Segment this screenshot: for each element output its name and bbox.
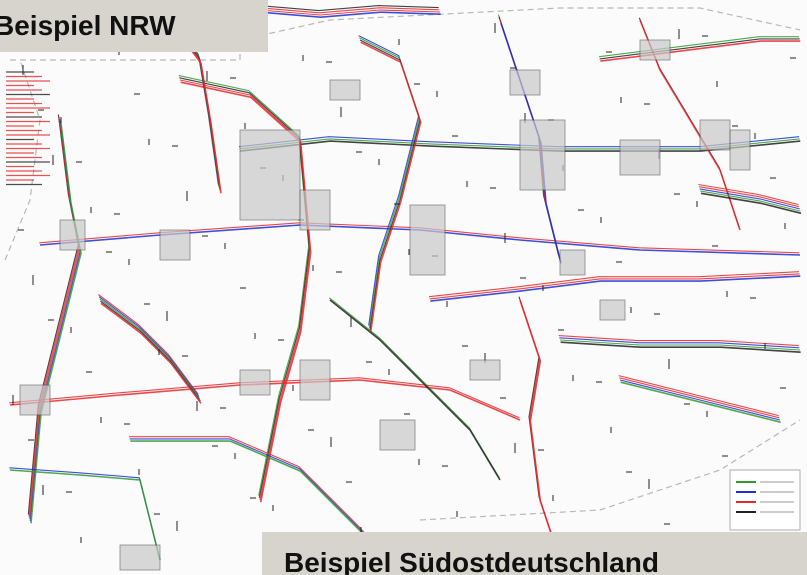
rail-lines xyxy=(5,6,801,575)
junction-block xyxy=(410,205,445,275)
rail-line xyxy=(329,298,499,478)
rail-line xyxy=(100,301,200,401)
junction-block xyxy=(730,130,750,170)
junction-block xyxy=(380,420,415,450)
caption-suedostdeutschland: Beispiel Südostdeutschland xyxy=(262,532,807,575)
rail-line xyxy=(621,382,781,422)
rail-line xyxy=(520,301,560,561)
junction-block xyxy=(120,545,160,570)
rail-line xyxy=(519,297,559,557)
rail-line xyxy=(359,38,419,328)
junction-block xyxy=(520,120,565,190)
junction-block xyxy=(330,80,360,100)
junction-block xyxy=(510,70,540,95)
rail-line xyxy=(619,376,779,416)
rail-line xyxy=(360,40,420,330)
junction-block xyxy=(560,250,585,275)
junction-block xyxy=(240,130,300,220)
junction-block xyxy=(60,220,85,250)
junction-block xyxy=(300,360,330,400)
rail-line xyxy=(31,123,81,523)
station-blocks xyxy=(20,40,750,570)
rail-line xyxy=(520,299,560,559)
rail-line xyxy=(619,378,779,418)
junction-block xyxy=(640,40,670,60)
junction-block xyxy=(620,140,660,175)
legend-panel xyxy=(730,470,800,530)
junction-block xyxy=(20,385,50,415)
rail-line xyxy=(30,121,80,521)
rail-line xyxy=(559,338,799,348)
rail-line xyxy=(430,276,800,301)
caption-nrw: Beispiel NRW xyxy=(0,0,268,52)
rail-line xyxy=(620,380,780,420)
junction-block xyxy=(160,230,190,260)
rail-line xyxy=(330,300,500,480)
junction-block xyxy=(300,190,330,230)
junction-block xyxy=(240,370,270,395)
junction-block xyxy=(470,360,500,380)
rail-line xyxy=(359,36,419,326)
rail-line xyxy=(361,42,421,332)
junction-block xyxy=(600,300,625,320)
rail-line xyxy=(101,303,201,403)
junction-block xyxy=(700,120,730,150)
